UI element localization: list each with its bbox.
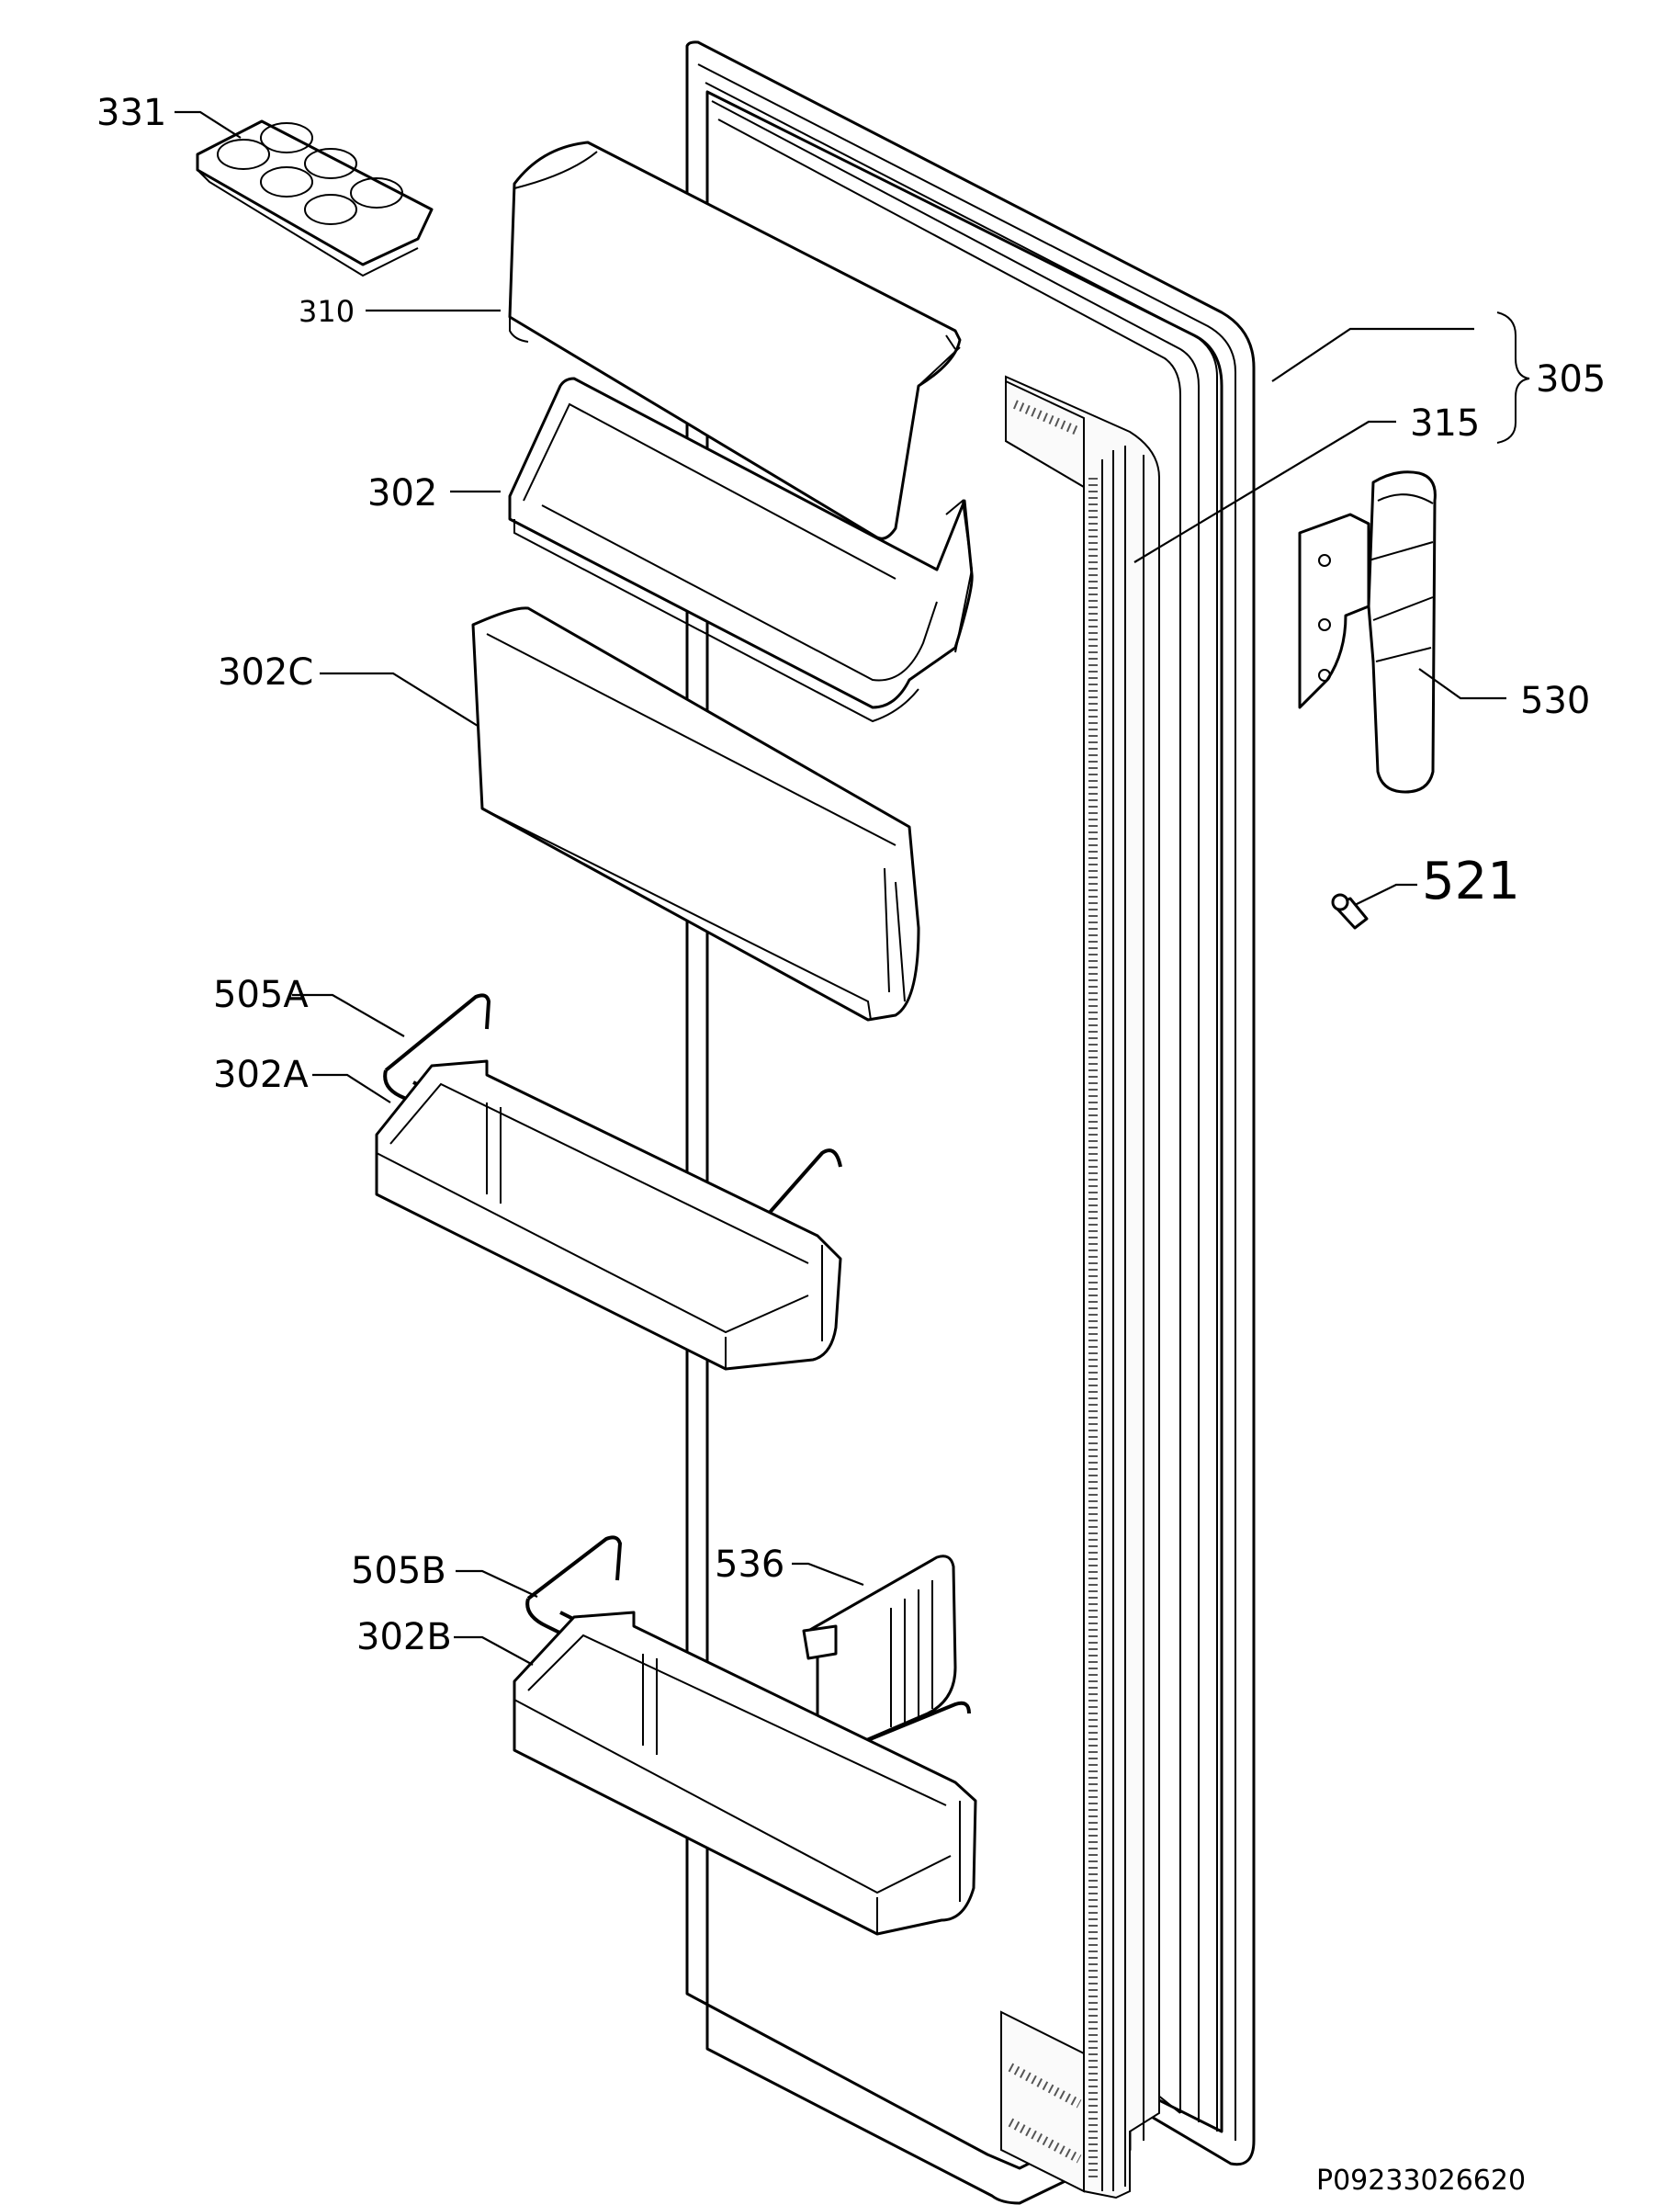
label-530: 530 xyxy=(1520,680,1590,722)
leader-lines xyxy=(175,110,1530,1666)
screw xyxy=(1331,893,1369,930)
dairy-shelf xyxy=(508,377,974,723)
label-305: 305 xyxy=(1536,358,1606,401)
door-frame xyxy=(685,40,1256,2205)
label-331: 331 xyxy=(96,92,166,134)
label-302c: 302C xyxy=(218,651,313,694)
label-521: 521 xyxy=(1422,852,1520,911)
bottle-divider xyxy=(802,1555,957,1757)
door-hinge xyxy=(1298,470,1437,794)
egg-tray xyxy=(196,119,434,277)
label-505b: 505B xyxy=(351,1550,446,1592)
door-gasket xyxy=(1000,375,1160,2199)
bottle-shelf-a xyxy=(375,1059,842,1371)
drawing-code: P09233026620 xyxy=(1316,2165,1526,2197)
front-flap xyxy=(471,606,920,1022)
label-315: 315 xyxy=(1410,402,1480,445)
shelf-lid xyxy=(508,141,962,540)
label-302a: 302A xyxy=(213,1054,309,1096)
label-302b: 302B xyxy=(356,1616,452,1658)
label-302: 302 xyxy=(367,472,437,514)
label-310: 310 xyxy=(299,294,355,329)
label-505a: 505A xyxy=(213,974,309,1016)
label-536: 536 xyxy=(715,1544,784,1586)
part-labels: 331 310 302 302C 305 315 530 521 505A 30… xyxy=(96,92,1606,2197)
bottle-shelf-b xyxy=(513,1611,977,1936)
